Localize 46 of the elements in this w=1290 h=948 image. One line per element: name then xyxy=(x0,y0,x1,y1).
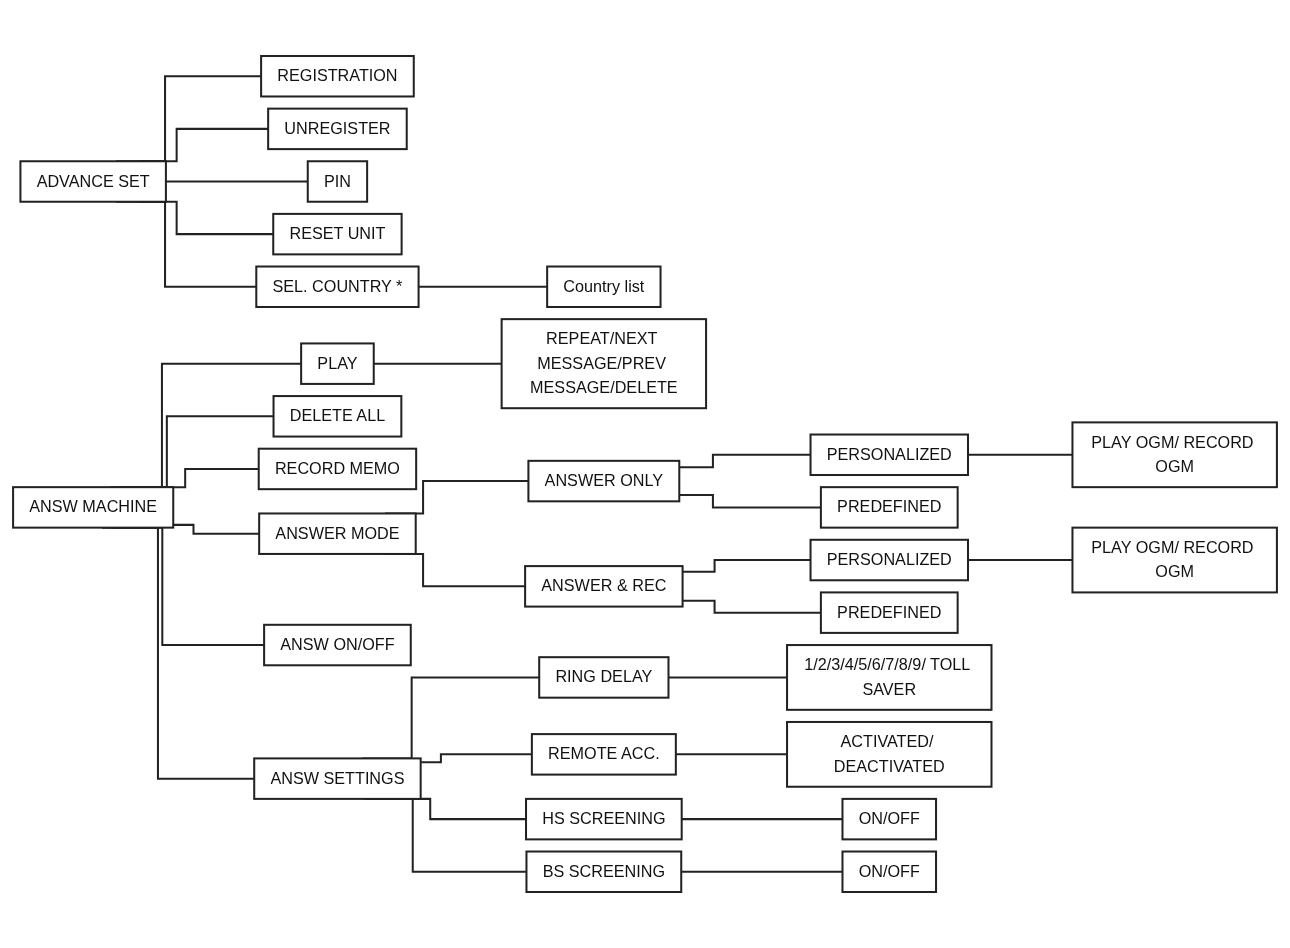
node-box: HS SCREENING xyxy=(525,797,683,841)
connector xyxy=(675,753,788,756)
node-box: ANSWER MODE xyxy=(258,512,417,555)
node-box: REGISTRATION xyxy=(260,55,415,98)
node-box: PREDEFINED xyxy=(819,591,959,634)
node-box: PLAY xyxy=(300,342,375,385)
node-box: PLAY OGM/ RECORD OGM xyxy=(1071,421,1278,489)
node-box: RECORD MEMO xyxy=(257,447,418,491)
node-box: ANSWER & REC xyxy=(524,565,684,608)
node-box: ANSW ON/OFF xyxy=(263,623,412,667)
node-box: ON/OFF xyxy=(841,850,938,893)
node-box: ON/OFF xyxy=(841,797,938,841)
node-box: DELETE ALL xyxy=(272,395,403,438)
node-box: PERSONALIZED xyxy=(809,433,969,476)
connector xyxy=(682,599,821,614)
node-box: REPEAT/NEXT MESSAGE/PREV MESSAGE/DELETE xyxy=(500,318,708,410)
node-box: Country list xyxy=(546,265,662,308)
connector xyxy=(681,870,843,873)
connector xyxy=(668,676,788,679)
connector xyxy=(173,523,260,535)
connector xyxy=(679,453,811,469)
node-box: ADVANCE SET xyxy=(19,160,167,203)
connector xyxy=(420,753,532,764)
connector xyxy=(968,559,1073,562)
node-box: BS SCREENING xyxy=(525,850,683,893)
node-box: 1/2/3/4/5/6/7/8/9/ TOLL SAVER xyxy=(786,644,993,711)
node-box: RING DELAY xyxy=(538,656,670,699)
connector xyxy=(682,559,811,573)
connector xyxy=(418,285,548,288)
connector xyxy=(681,818,843,821)
connector xyxy=(165,180,308,183)
node-box: PIN xyxy=(306,160,369,203)
node-box: ANSW MACHINE xyxy=(12,486,175,529)
node-box: RESET UNIT xyxy=(272,212,403,256)
connector xyxy=(679,494,821,509)
connector xyxy=(373,362,502,365)
node-box: PREDEFINED xyxy=(819,486,959,529)
node-box: UNREGISTER xyxy=(267,107,408,151)
node-box: ANSW SETTINGS xyxy=(253,757,422,800)
node-box: ANSWER ONLY xyxy=(527,459,681,503)
node-box: PLAY OGM/ RECORD OGM xyxy=(1071,526,1278,594)
connector xyxy=(968,453,1073,456)
node-box: PERSONALIZED xyxy=(809,538,969,582)
node-box: REMOTE ACC. xyxy=(530,733,677,776)
node-box: ACTIVATED/ DEACTIVATED xyxy=(786,720,993,788)
node-box: SEL. COUNTRY * xyxy=(255,265,420,308)
